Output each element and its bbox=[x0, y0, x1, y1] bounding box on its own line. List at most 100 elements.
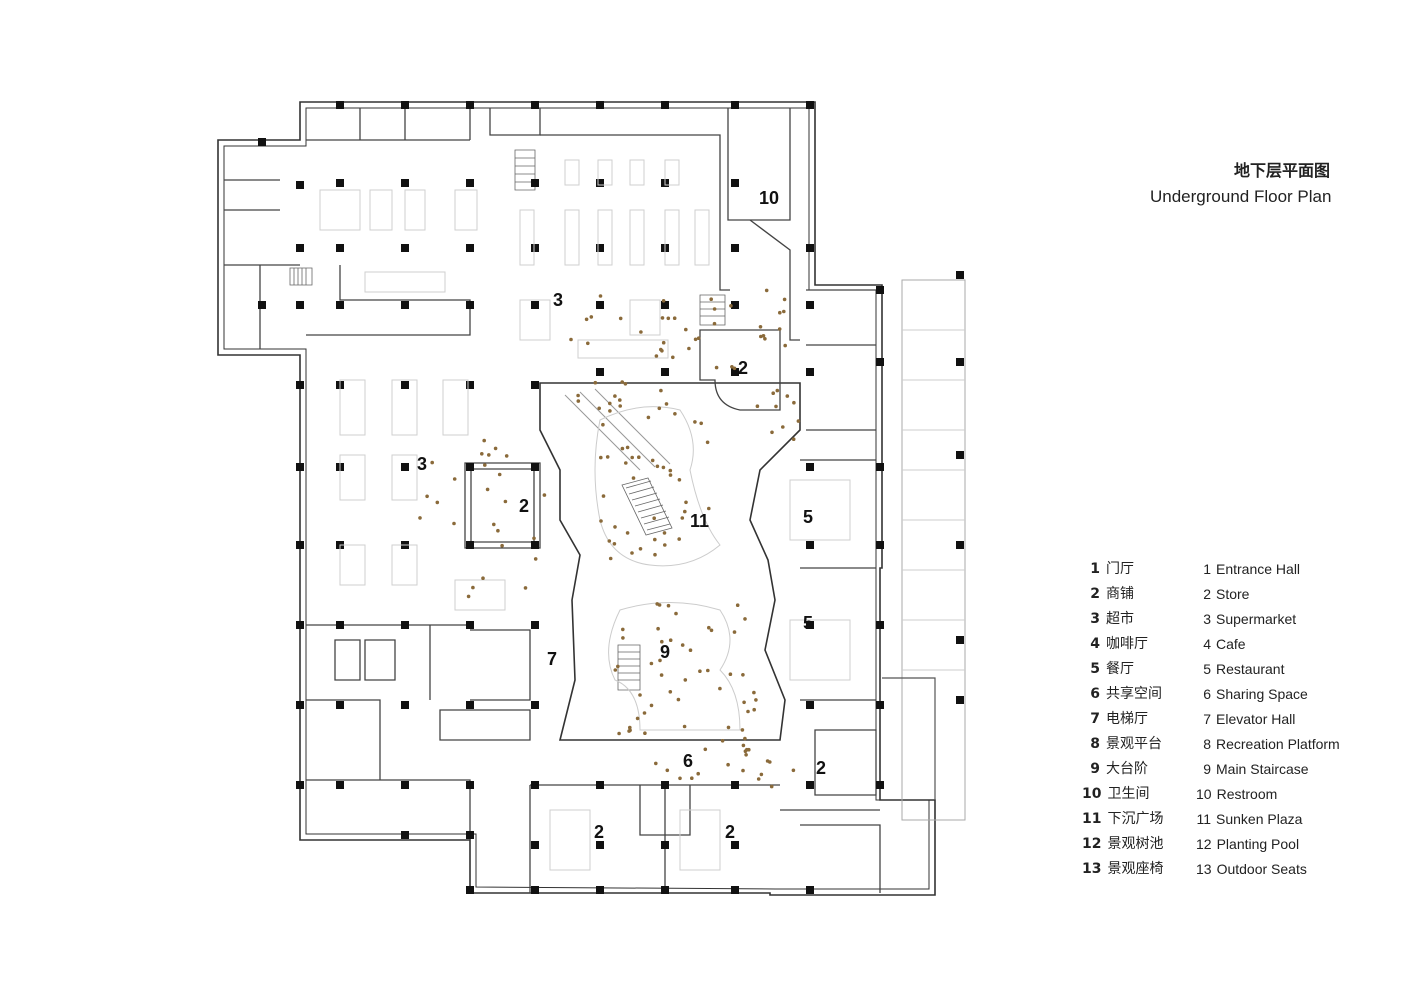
column bbox=[531, 381, 539, 389]
column bbox=[336, 101, 344, 109]
person-figure bbox=[608, 409, 612, 413]
person-figure bbox=[480, 452, 484, 456]
legend-label-zh: 景观树池 bbox=[1107, 836, 1164, 852]
person-figure bbox=[576, 399, 581, 403]
person-figure bbox=[756, 777, 761, 781]
person-figure bbox=[699, 421, 703, 426]
column bbox=[731, 179, 739, 187]
column bbox=[296, 463, 304, 471]
column bbox=[876, 358, 884, 366]
person-figure bbox=[653, 537, 657, 542]
column bbox=[661, 101, 669, 109]
person-figure bbox=[714, 365, 719, 370]
column bbox=[806, 368, 814, 376]
person-figure bbox=[628, 728, 632, 733]
person-figure bbox=[482, 438, 487, 443]
legend-number: 11 bbox=[1082, 811, 1102, 827]
column bbox=[731, 886, 739, 894]
person-figure bbox=[703, 747, 708, 752]
outer-walls bbox=[217, 101, 966, 896]
person-figure bbox=[660, 316, 665, 320]
column bbox=[596, 179, 604, 187]
person-figure bbox=[680, 516, 685, 520]
room-label: 2 bbox=[738, 358, 748, 378]
person-figure bbox=[533, 557, 538, 561]
column bbox=[806, 463, 814, 471]
legend-number: 8 bbox=[1203, 736, 1211, 752]
column bbox=[296, 701, 304, 709]
person-figure bbox=[613, 525, 617, 529]
person-figure bbox=[661, 465, 666, 470]
person-figure bbox=[624, 461, 628, 465]
person-figure bbox=[621, 636, 625, 640]
person-figure bbox=[684, 327, 688, 332]
person-figure bbox=[497, 472, 502, 477]
legend-number: 7 bbox=[1203, 711, 1211, 727]
legend-number: 9 bbox=[1203, 761, 1211, 777]
room-label: 5 bbox=[803, 507, 813, 527]
person-figure bbox=[620, 380, 624, 384]
room-label: 10 bbox=[759, 188, 779, 208]
legend-label-en: Supermarket bbox=[1216, 611, 1297, 627]
person-figure bbox=[659, 347, 663, 352]
legend-label-en: Entrance Hall bbox=[1216, 561, 1301, 577]
person-figure bbox=[792, 400, 796, 405]
person-figure bbox=[653, 552, 657, 557]
column bbox=[336, 301, 344, 309]
person-figure bbox=[593, 380, 598, 385]
person-figure bbox=[452, 521, 456, 526]
furniture bbox=[319, 159, 851, 871]
person-figure bbox=[676, 697, 681, 702]
column bbox=[296, 301, 304, 309]
column bbox=[596, 841, 604, 849]
person-figure bbox=[542, 493, 547, 497]
person-figure bbox=[696, 771, 700, 776]
legend-label-en: Cafe bbox=[1216, 636, 1246, 652]
person-figure bbox=[471, 585, 475, 590]
person-figure bbox=[654, 761, 658, 766]
column bbox=[466, 179, 474, 187]
person-figure bbox=[755, 404, 760, 409]
person-figure bbox=[523, 586, 528, 590]
column bbox=[956, 636, 964, 644]
person-figure bbox=[668, 468, 673, 473]
person-figure bbox=[630, 455, 634, 460]
column bbox=[466, 301, 474, 309]
person-figure bbox=[791, 768, 796, 773]
person-figure bbox=[743, 736, 747, 741]
legend-number: 9 bbox=[1090, 761, 1100, 777]
column bbox=[296, 381, 304, 389]
person-figure bbox=[743, 617, 747, 621]
person-figure bbox=[752, 690, 756, 695]
column bbox=[731, 101, 739, 109]
person-figure bbox=[623, 382, 628, 386]
person-figure bbox=[726, 762, 730, 767]
column bbox=[596, 301, 604, 309]
column bbox=[531, 886, 539, 894]
person-figure bbox=[712, 321, 717, 326]
person-figure bbox=[688, 648, 693, 652]
legend-number: 2 bbox=[1203, 586, 1211, 602]
room-label: 9 bbox=[660, 642, 670, 662]
person-figure bbox=[661, 340, 666, 345]
column bbox=[531, 463, 539, 471]
person-figure bbox=[650, 458, 655, 463]
legend-number: 3 bbox=[1090, 611, 1100, 627]
person-figure bbox=[732, 366, 737, 371]
person-figure bbox=[608, 401, 612, 406]
legend-number: 3 bbox=[1203, 611, 1211, 627]
legend-label-zh: 咖啡厅 bbox=[1106, 636, 1148, 652]
column bbox=[336, 621, 344, 629]
legend-label-en: Recreation Platform bbox=[1216, 736, 1340, 752]
column bbox=[876, 541, 884, 549]
person-figure bbox=[612, 542, 617, 546]
person-figure bbox=[785, 394, 790, 398]
legend-number: 7 bbox=[1090, 711, 1100, 727]
person-figure bbox=[642, 711, 647, 715]
person-figure bbox=[678, 776, 682, 781]
person-figure bbox=[466, 594, 471, 599]
person-figure bbox=[677, 478, 682, 482]
